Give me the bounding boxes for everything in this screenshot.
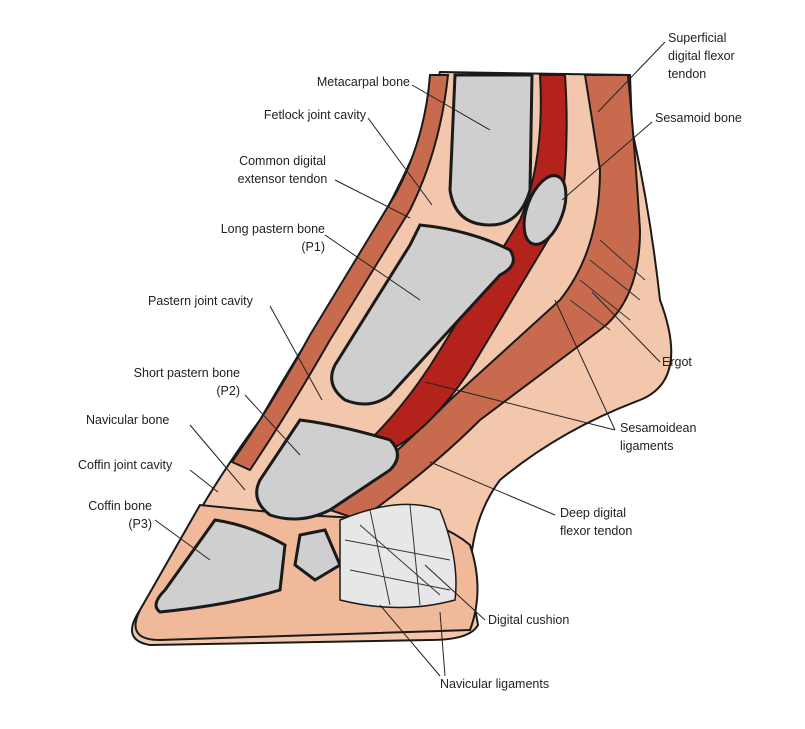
sesamoid-bone — [522, 174, 568, 246]
label-sesamoid-bone: Sesamoid bone — [655, 111, 742, 125]
label-line: tendon — [668, 67, 707, 81]
label-common-digital-extensor-tendon: Common digital extensor tendon — [225, 152, 340, 188]
label-line: (P2) — [216, 384, 240, 398]
leader-long-pastern — [324, 234, 421, 301]
leader-coffin-bone — [154, 519, 211, 561]
extensor-tendon — [230, 74, 450, 472]
label-coffin-bone: Coffin bone (P3) — [88, 497, 152, 533]
label-line: extensor tendon — [237, 172, 328, 186]
label-superficial-digital-flexor-tendon: Superficial digital flexor tendon — [668, 29, 735, 83]
leader-ergot — [591, 291, 661, 363]
label-line: Long pastern bone — [220, 222, 325, 236]
leader-sesamoid — [561, 121, 653, 201]
label-pastern-joint-cavity: Pastern joint cavity — [148, 294, 253, 308]
label-line: Superficial — [668, 31, 727, 45]
label-ergot: Ergot — [662, 355, 692, 369]
leader-navicular — [189, 424, 246, 491]
leader-common-ext — [334, 179, 411, 219]
label-line: Short pastern bone — [133, 366, 240, 380]
label-fetlock-joint-cavity: Fetlock joint cavity — [263, 108, 366, 122]
label-line: Coffin bone — [88, 499, 152, 513]
leader-coffin-joint — [189, 469, 219, 493]
label-line: Deep digital — [560, 506, 627, 520]
label-navicular-ligaments: Navicular ligaments — [440, 677, 550, 691]
label-line: Common digital — [239, 154, 326, 168]
short-pastern-bone-p2 — [255, 418, 399, 521]
label-coffin-joint-cavity: Coffin joint cavity — [78, 458, 173, 472]
metacarpal-bone — [448, 73, 534, 227]
label-line: flexor tendon — [560, 524, 633, 538]
label-short-pastern-bone: Short pastern bone (P2) — [134, 364, 240, 400]
leader-fetlock — [367, 117, 433, 206]
label-digital-cushion: Digital cushion — [488, 613, 570, 627]
label-line: ligaments — [620, 439, 674, 453]
leader-navicular-lig-a — [379, 604, 441, 677]
leader-navicular-lig-b — [439, 611, 446, 677]
navicular-bone — [293, 528, 342, 582]
superficial-flexor-tendon — [328, 74, 642, 522]
leader-deep-flexor — [429, 461, 556, 516]
leader-digital-cushion — [424, 564, 486, 621]
leader-superficial — [597, 41, 666, 113]
cushion-fibers — [344, 504, 451, 606]
leader-sesamoidean-a — [554, 299, 616, 431]
ergot-fibers — [569, 239, 646, 331]
coffin-bone-p3 — [154, 518, 287, 614]
label-navicular-bone: Navicular bone — [86, 413, 170, 427]
label-line: (P3) — [128, 517, 152, 531]
leader-short-pastern — [244, 394, 301, 456]
label-deep-digital-flexor-tendon: Deep digital flexor tendon — [560, 504, 632, 540]
label-long-pastern-bone: Long pastern bone (P1) — [221, 220, 325, 256]
leader-pastern-joint — [269, 305, 323, 401]
leader-metacarpal — [411, 84, 491, 131]
label-sesamoidean-ligaments: Sesamoidean ligaments — [620, 419, 696, 455]
label-line: digital flexor — [668, 49, 735, 63]
label-line: Sesamoidean — [620, 421, 697, 435]
leader-sesamoidean-b — [424, 381, 616, 431]
label-line: (P1) — [301, 240, 325, 254]
digital-cushion — [339, 503, 457, 609]
long-pastern-bone-p1 — [330, 223, 515, 406]
label-metacarpal-bone: Metacarpal bone — [316, 75, 410, 89]
